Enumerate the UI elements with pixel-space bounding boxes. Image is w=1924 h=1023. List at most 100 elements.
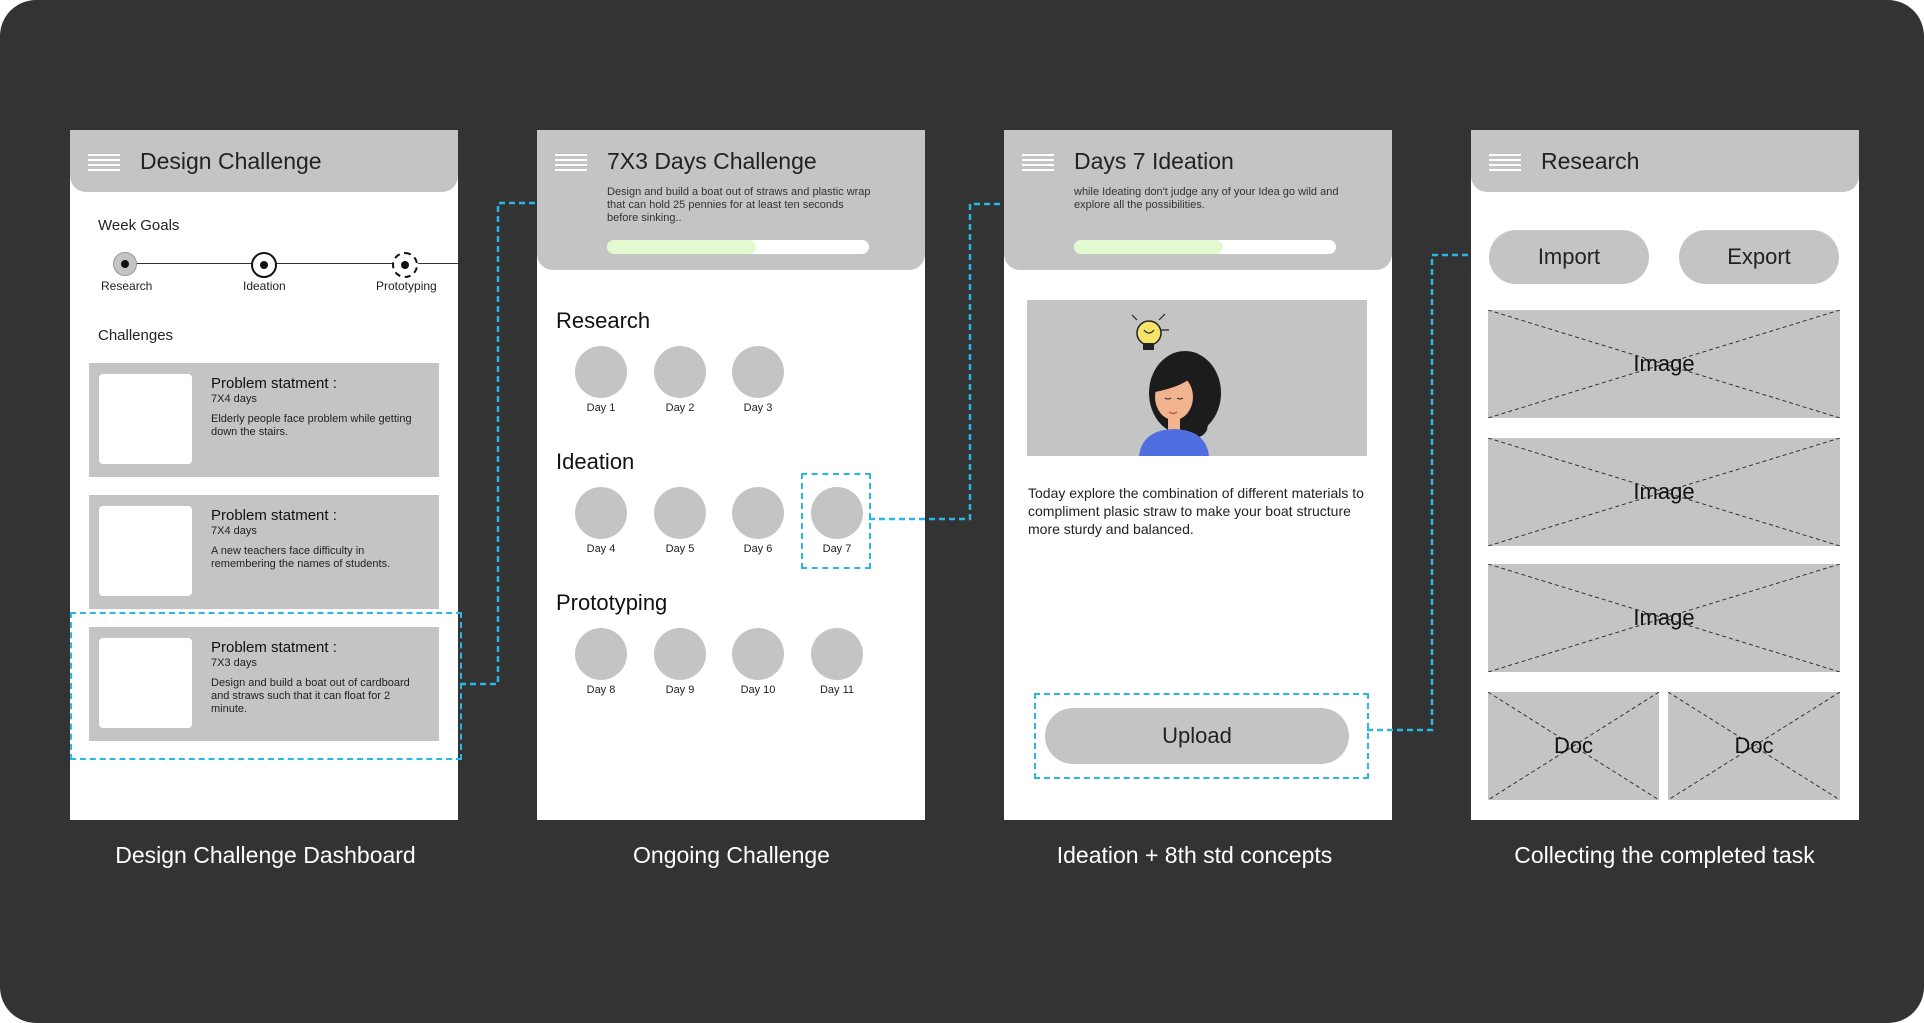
step-label: Research [101, 279, 153, 293]
step-ideation-node[interactable] [251, 252, 277, 278]
challenge-card[interactable]: Problem statment : 7X3 days Design and b… [89, 627, 439, 741]
page-title: Days 7 Ideation [1074, 148, 1234, 174]
page-title: Design Challenge [140, 148, 322, 174]
day-circle[interactable] [575, 487, 627, 539]
day-circle[interactable] [575, 628, 627, 680]
ideation-illustration [1027, 300, 1367, 456]
menu-icon[interactable] [1489, 154, 1521, 176]
day-label: Day 6 [743, 543, 773, 555]
step-research-node[interactable] [113, 252, 137, 276]
card-text: Elderly people face problem while gettin… [211, 413, 412, 438]
import-button[interactable]: Import [1489, 230, 1649, 284]
doc-placeholder[interactable]: Doc [1668, 692, 1840, 800]
day-label: Day 2 [665, 402, 695, 414]
research-screen: Research Import Export Image Image Image… [1471, 130, 1859, 820]
image-placeholder[interactable]: Image [1488, 564, 1840, 672]
section-ideation-label: Ideation [556, 449, 635, 474]
day-circle[interactable] [575, 346, 627, 398]
day-circle[interactable] [654, 487, 706, 539]
header: Days 7 Ideation while Ideating don't jud… [1004, 130, 1392, 270]
day-label: Day 8 [586, 684, 616, 696]
doc-placeholder[interactable]: Doc [1488, 692, 1659, 800]
caption: Ideation + 8th std concepts [1056, 842, 1333, 868]
day-label: Day 1 [586, 402, 616, 414]
placeholder-cross-icon [1488, 564, 1840, 672]
day-circle[interactable] [811, 628, 863, 680]
header: Research [1471, 130, 1859, 192]
day-label: Day 5 [665, 543, 695, 555]
progress-fill [1074, 240, 1224, 254]
day-label: Day 11 [819, 684, 855, 696]
upload-button[interactable]: Upload [1045, 708, 1349, 764]
ideation-body-text: Today explore the combination of differe… [1028, 485, 1364, 537]
thinking-girl-illustration [1131, 313, 1221, 456]
dashboard-screen: Design Challenge Week Goals Research Ide… [70, 130, 458, 820]
card-duration: 7X4 days [211, 525, 257, 537]
day-label: Day 9 [665, 684, 695, 696]
progress-bar [1074, 240, 1336, 254]
progress-bar [607, 240, 869, 254]
page-title: 7X3 Days Challenge [607, 148, 817, 174]
timeline-line [120, 263, 458, 264]
ideation-screen: Days 7 Ideation while Ideating don't jud… [1004, 130, 1392, 820]
day-7-highlight [801, 473, 871, 569]
caption: Collecting the completed task [1514, 842, 1815, 868]
card-text: Design and build a boat out of cardboard… [211, 677, 410, 715]
day-label: Day 3 [743, 402, 773, 414]
section-prototyping-label: Prototyping [556, 590, 668, 615]
step-label: Ideation [243, 279, 286, 293]
card-duration: 7X3 days [211, 657, 257, 669]
placeholder-cross-icon [1488, 310, 1840, 418]
challenge-card[interactable]: Problem statment : 7X4 days Elderly peop… [89, 363, 439, 477]
progress-fill [607, 240, 757, 254]
page-title: Research [1541, 148, 1640, 174]
menu-icon[interactable] [1022, 154, 1054, 176]
doc-label: Doc [1734, 733, 1774, 758]
card-title: Problem statment : [211, 639, 337, 656]
header: Design Challenge [70, 130, 458, 192]
image-label: Image [1633, 479, 1695, 504]
day-circle[interactable] [654, 346, 706, 398]
ongoing-challenge-screen: 7X3 Days Challenge Design and build a bo… [537, 130, 925, 820]
selected-challenge-highlight [70, 612, 462, 760]
challenge-description: Design and build a boat out of straws an… [607, 186, 871, 224]
image-label: Image [1633, 351, 1695, 376]
image-placeholder[interactable]: Image [1488, 438, 1840, 546]
menu-icon[interactable] [555, 154, 587, 176]
caption: Design Challenge Dashboard [115, 842, 416, 868]
card-title: Problem statment : [211, 507, 337, 524]
placeholder-cross-icon [1668, 692, 1840, 800]
card-text: A new teachers face difficulty in rememb… [211, 545, 391, 570]
placeholder-cross-icon [1488, 438, 1840, 546]
placeholder-cross-icon [1488, 692, 1659, 800]
step-prototyping-node[interactable] [392, 252, 418, 278]
doc-label: Doc [1553, 733, 1594, 758]
day-circle[interactable] [654, 628, 706, 680]
day-circle[interactable] [732, 487, 784, 539]
image-placeholder[interactable]: Image [1488, 310, 1840, 418]
card-thumbnail [99, 506, 192, 596]
card-title: Problem statment : [211, 375, 337, 392]
card-duration: 7X4 days [211, 393, 257, 405]
day-circle[interactable] [732, 628, 784, 680]
challenge-card[interactable]: Problem statment : 7X4 days A new teache… [89, 495, 439, 609]
week-goals-label: Week Goals [98, 217, 180, 234]
caption: Ongoing Challenge [633, 842, 830, 868]
section-research-label: Research [556, 308, 651, 333]
upload-highlight [1034, 693, 1369, 779]
day-label: Day 10 [740, 684, 776, 696]
day-label: Day 4 [586, 543, 616, 555]
image-label: Image [1633, 605, 1695, 630]
challenges-label: Challenges [98, 327, 174, 344]
ideation-description: while Ideating don't judge any of your I… [1074, 186, 1339, 211]
menu-icon[interactable] [88, 154, 120, 176]
day-7-circle[interactable] [811, 487, 863, 539]
step-label: Prototyping [376, 279, 437, 293]
header: 7X3 Days Challenge Design and build a bo… [537, 130, 925, 270]
card-thumbnail [99, 638, 192, 728]
day-circle[interactable] [732, 346, 784, 398]
export-button[interactable]: Export [1679, 230, 1839, 284]
day-label: Day 7 [822, 543, 852, 555]
card-thumbnail [99, 374, 192, 464]
